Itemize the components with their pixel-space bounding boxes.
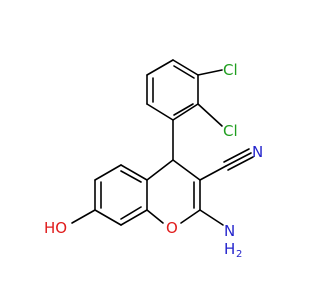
amino-n-label: N bbox=[224, 222, 235, 240]
cl-top-label: Cl bbox=[223, 61, 238, 79]
bond bbox=[146, 159, 174, 181]
bond bbox=[172, 159, 201, 181]
amino-h-label: H bbox=[224, 240, 235, 258]
bond bbox=[197, 103, 223, 127]
bond bbox=[94, 164, 122, 181]
bond bbox=[180, 209, 201, 224]
bond bbox=[225, 152, 252, 167]
bond bbox=[197, 69, 223, 76]
bond bbox=[172, 59, 199, 76]
ring-oxygen-label: O bbox=[166, 219, 178, 237]
bond bbox=[71, 209, 96, 224]
bond bbox=[199, 165, 227, 181]
bond bbox=[172, 103, 199, 121]
bond bbox=[227, 156, 254, 171]
bond bbox=[199, 209, 224, 226]
bond bbox=[146, 59, 174, 76]
atom-labels: Cl Cl N HO O N H 2 bbox=[44, 61, 263, 260]
bond bbox=[94, 209, 122, 226]
bond bbox=[146, 209, 164, 224]
bond bbox=[120, 170, 142, 183]
bond-layer bbox=[71, 59, 254, 226]
nitrile-n-label: N bbox=[252, 143, 263, 161]
bond bbox=[120, 209, 148, 226]
bond bbox=[146, 103, 174, 121]
hydroxyl-label: HO bbox=[44, 219, 67, 237]
amino-h-subscript: 2 bbox=[236, 249, 242, 260]
bond bbox=[120, 206, 142, 220]
bond bbox=[173, 65, 195, 79]
molecule-structure: Cl Cl N HO O N H 2 bbox=[44, 59, 263, 260]
bond bbox=[173, 103, 194, 116]
bond bbox=[120, 164, 148, 181]
cl-bottom-label: Cl bbox=[223, 122, 238, 140]
bond bbox=[223, 148, 250, 163]
